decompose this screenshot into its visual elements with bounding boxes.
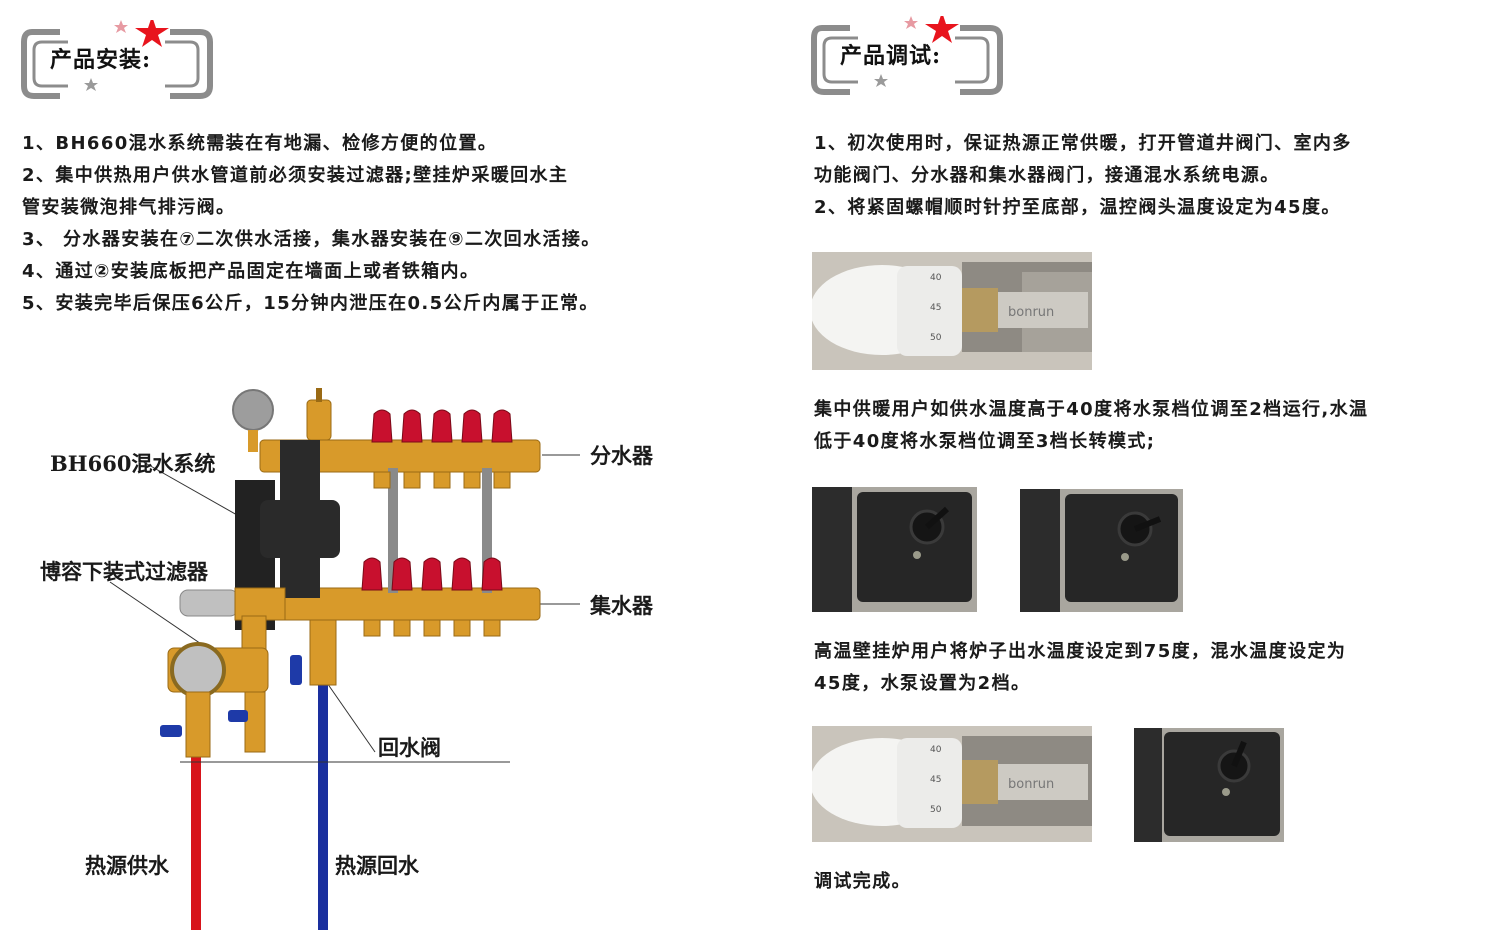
supply-pipe	[191, 755, 201, 930]
label-return-valve: 回水阀	[378, 735, 441, 760]
blue-handle	[160, 725, 182, 737]
boiler-note: 高温壁挂炉用户将炉子出水温度设定到75度，混水温度设定为 45度，水泵设置为2档…	[814, 636, 1346, 700]
label-collector: 集水器	[590, 593, 653, 618]
pump-photo	[812, 487, 977, 612]
tick-label: 45	[930, 775, 941, 785]
manifold-diagram	[109, 388, 580, 930]
debug-steps: 1、初次使用时，保证热源正常供暖，打开管道井阀门、室内多 功能阀门、分水器和集水…	[814, 128, 1352, 224]
red-star-icon	[925, 12, 959, 43]
debug-step: 1、初次使用时，保证热源正常供暖，打开管道井阀门、室内多	[814, 133, 1352, 154]
label-distributor: 分水器	[590, 443, 653, 468]
blue-handle	[290, 655, 302, 685]
note-line: 45度，水泵设置为2档。	[814, 673, 1031, 694]
debug-step: 功能阀门、分水器和集水器阀门，接通混水系统电源。	[814, 165, 1280, 186]
brand-label: bonrun	[1008, 777, 1054, 792]
bracket-frame-icon	[811, 12, 1003, 95]
central-heating-note: 集中供暖用户如供水温度高于40度将水泵档位调至2档运行,水温 低于40度将水泵档…	[814, 394, 1368, 458]
tick-label: 40	[930, 745, 942, 755]
distributor-valve-caps	[371, 409, 513, 443]
circulation-pump	[260, 500, 340, 558]
debug-heading-badge: 产品调试:	[810, 12, 1005, 96]
blue-handle	[228, 710, 248, 722]
tick-label: 40	[930, 273, 942, 283]
label-system: BH660混水系统	[50, 451, 216, 476]
distributor-bar	[259, 439, 541, 473]
tick-label: 50	[930, 805, 942, 815]
gray-star-icon	[84, 78, 98, 91]
install-step: 4、通过②安装底板把产品固定在墙面上或者铁箱内。	[22, 261, 480, 282]
debug-step: 2、将紧固螺帽顺时针拧至底部，温控阀头温度设定为45度。	[814, 197, 1341, 218]
install-step: 5、安装完毕后保压6公斤，15分钟内泄压在0.5公斤内属于正常。	[22, 293, 599, 314]
thermostatic-head-photo: 40 45 50 bonrun	[812, 726, 1092, 842]
brand-label: bonrun	[1008, 305, 1054, 320]
red-star-icon	[135, 16, 169, 47]
tick-label: 50	[930, 333, 942, 343]
pump-photo	[1134, 728, 1284, 842]
air-vent	[306, 399, 332, 441]
label-filter: 博容下装式过滤器	[40, 559, 208, 584]
note-line: 低于40度将水泵档位调至3档长转模式;	[814, 431, 1156, 452]
tick-label: 45	[930, 303, 941, 313]
return-pipe	[318, 680, 328, 930]
collector-valve-caps	[361, 557, 503, 591]
note-line: 集中供暖用户如供水温度高于40度将水泵档位调至2档运行,水温	[814, 399, 1369, 420]
install-heading-badge: 产品安装:	[20, 16, 215, 100]
gray-star-icon	[874, 74, 888, 87]
pink-star-icon	[904, 16, 918, 29]
label-supply: 热源供水	[85, 853, 169, 878]
install-heading: 产品安装:	[50, 47, 152, 73]
install-step: 1、BH660混水系统需装在有地漏、检修方便的位置。	[22, 133, 498, 154]
install-step: 3、 分水器安装在⑦二次供水活接，集水器安装在⑨二次回水活接。	[22, 229, 601, 250]
debug-done: 调试完成。	[814, 871, 911, 892]
install-step: 2、集中供热用户供水管道前必须安装过滤器;壁挂炉采暖回水主	[22, 165, 569, 186]
pump-photo	[1020, 489, 1183, 612]
bracket-frame-icon	[21, 16, 213, 99]
thermostatic-head-photo: 40 45 50 bonrun	[812, 252, 1092, 370]
label-return: 热源回水	[335, 853, 419, 878]
debug-heading: 产品调试:	[840, 43, 942, 69]
note-line: 高温壁挂炉用户将炉子出水温度设定到75度，混水温度设定为	[814, 641, 1347, 662]
install-step: 管安装微泡排气排污阀。	[22, 197, 236, 218]
silver-filter	[179, 589, 239, 617]
install-steps: 1、BH660混水系统需装在有地漏、检修方便的位置。 2、集中供热用户供水管道前…	[22, 128, 601, 320]
pressure-gauge	[232, 389, 274, 431]
pink-star-icon	[114, 20, 128, 33]
